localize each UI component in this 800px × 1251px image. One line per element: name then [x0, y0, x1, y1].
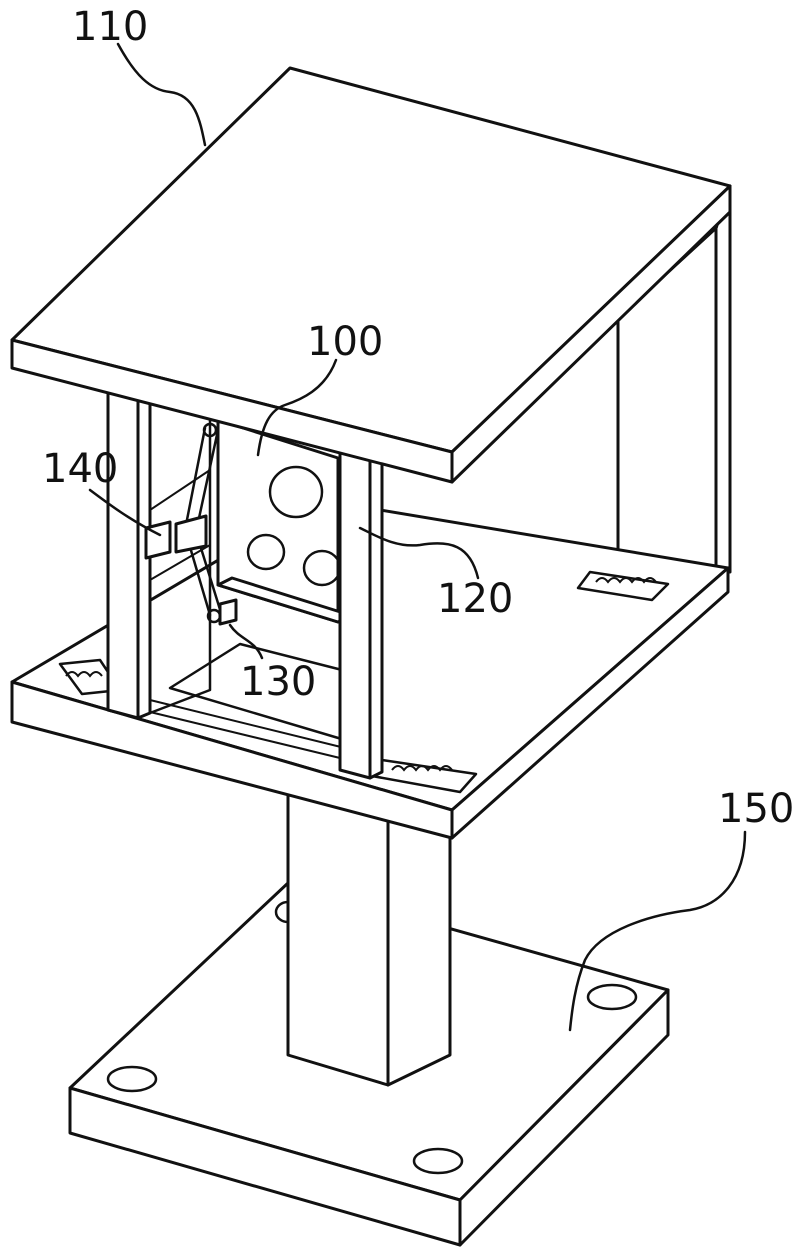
leader-120: [358, 526, 480, 580]
pivot-mount: [218, 598, 238, 626]
front-post: [338, 446, 384, 780]
leader-130: [228, 623, 264, 660]
label-150: 150: [718, 786, 794, 832]
label-120: 120: [437, 576, 513, 622]
linkage-arm: [144, 422, 238, 626]
hinge-block: [174, 514, 208, 554]
label-130: 130: [240, 659, 316, 705]
label-100: 100: [307, 319, 383, 365]
hinge-block: [144, 520, 172, 560]
base-bolt-hole: [412, 1147, 464, 1175]
part-labels: 110 100 140 120 130 150: [42, 4, 794, 832]
leader-150: [568, 830, 747, 1032]
leader-110: [116, 42, 207, 147]
holder-block: [216, 418, 352, 624]
leader-lines: [88, 42, 747, 1032]
label-110: 110: [72, 4, 148, 50]
base-bolt-hole: [106, 1065, 158, 1093]
small-hole: [246, 533, 286, 571]
label-140: 140: [42, 446, 118, 492]
large-hole: [268, 465, 324, 519]
leader-100: [256, 358, 338, 457]
leader-140: [88, 488, 162, 537]
base-bolt-hole: [586, 983, 638, 1011]
top-plate: [10, 66, 732, 484]
